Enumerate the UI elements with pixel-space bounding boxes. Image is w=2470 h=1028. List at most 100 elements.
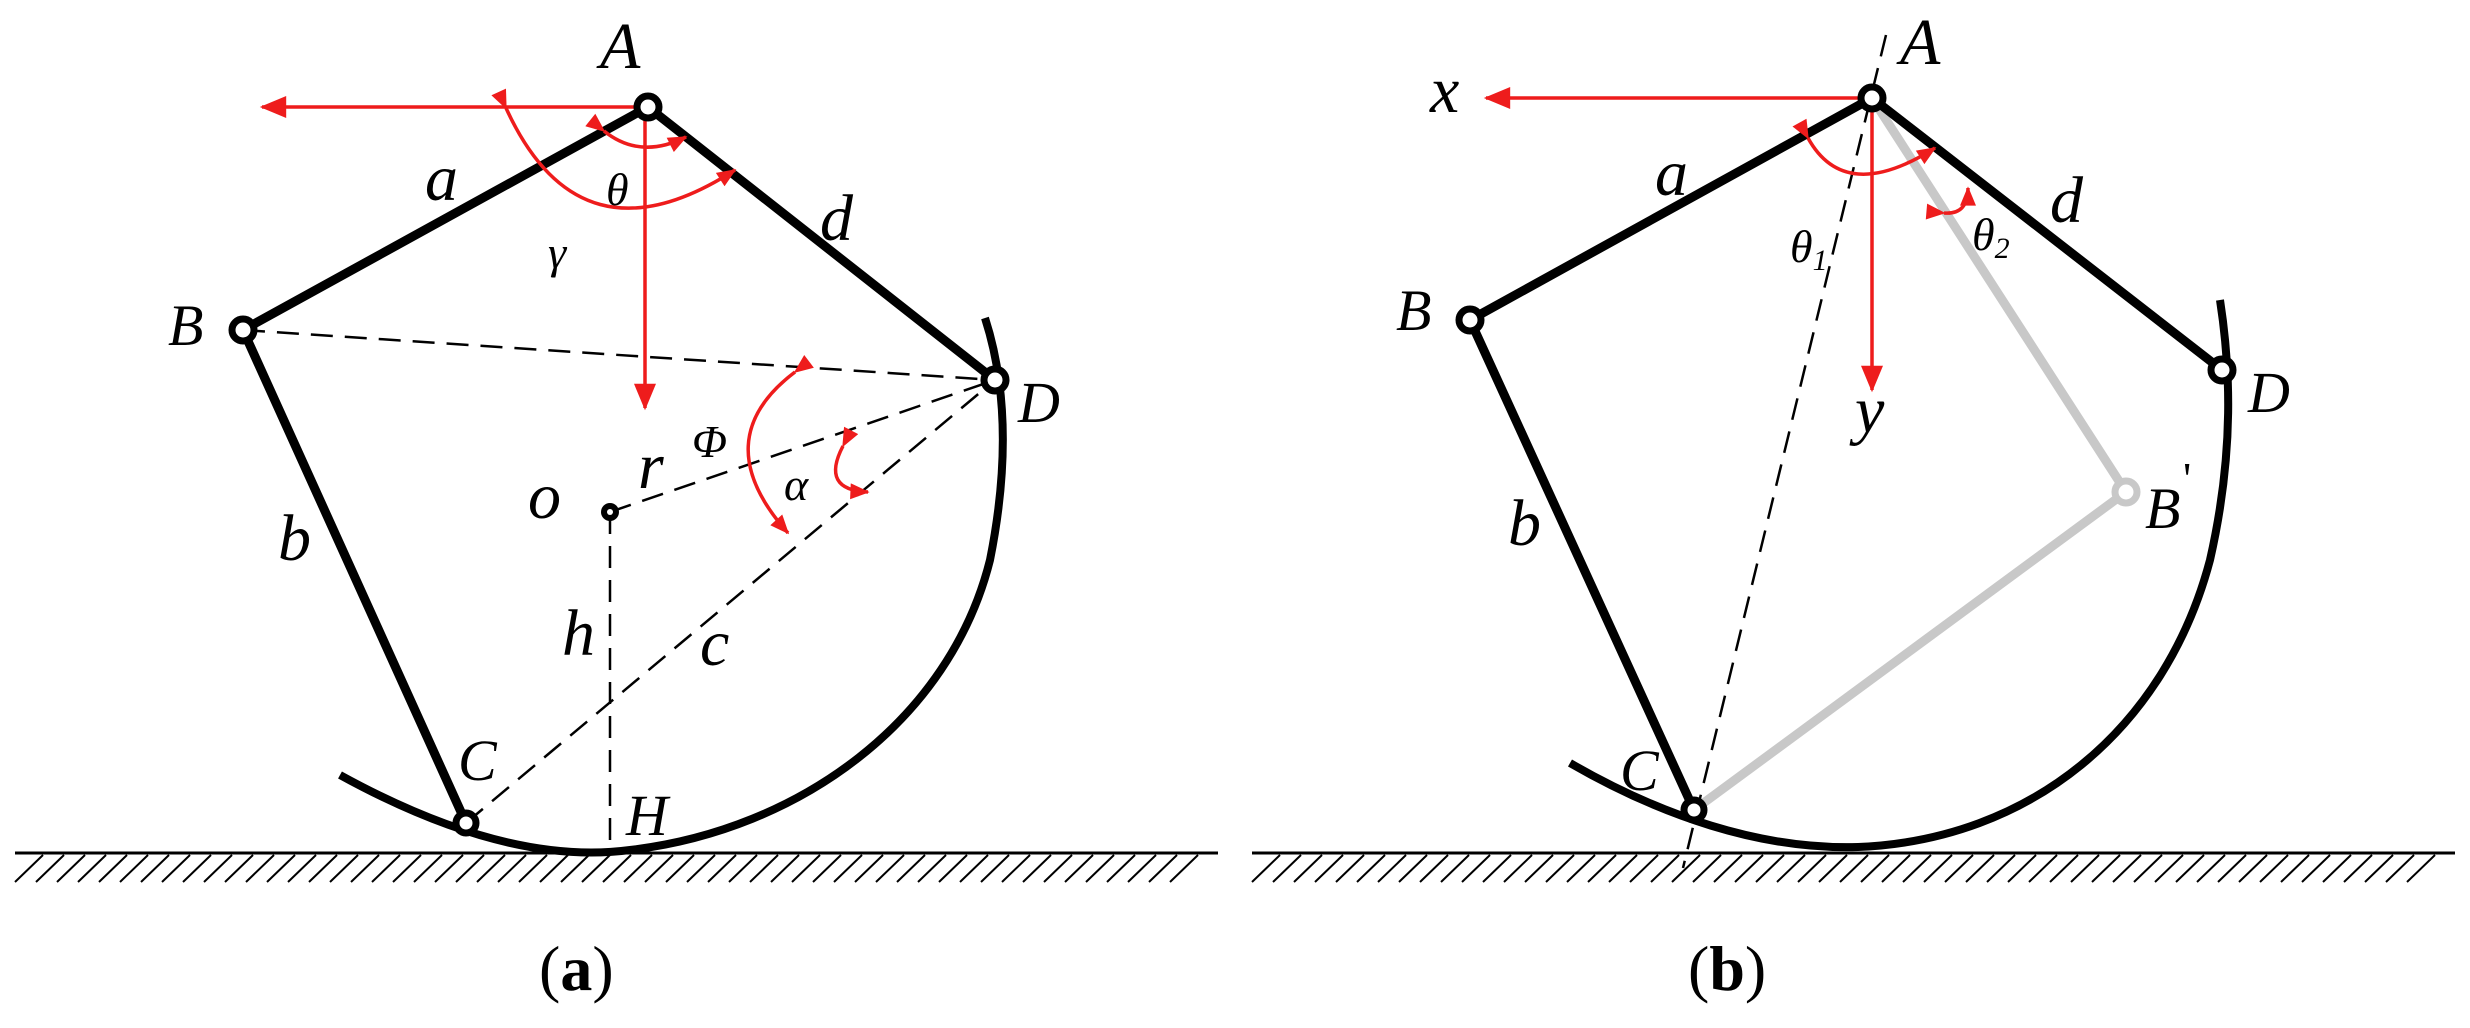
dashed-line-bd — [242, 328, 996, 382]
ground-hatch-stroke — [1944, 854, 1974, 883]
rocker-arc-b — [1567, 299, 2233, 852]
ground-hatch-stroke — [245, 854, 275, 883]
ground-hatch-stroke — [1860, 854, 1890, 883]
ground-hatch-stroke — [1902, 854, 1932, 883]
ground-hatch-stroke — [1545, 854, 1575, 883]
ground-hatch-stroke — [1587, 854, 1617, 883]
joint-c-panel-a — [452, 809, 480, 837]
joint-d-panel-a — [980, 365, 1010, 395]
ground-hatch-stroke — [2322, 854, 2352, 883]
ground-hatch-stroke — [2028, 854, 2058, 883]
ground-hatch-stroke — [224, 854, 254, 883]
joint-a-panel-b — [1857, 83, 1887, 113]
ground-hatch-stroke — [35, 854, 65, 883]
panel-b: A B C D B ' x y a b d θ1 θ2 (b) — [1251, 6, 2455, 1004]
ground-hatch-stroke — [1524, 854, 1554, 883]
ground-hatch-stroke — [14, 854, 44, 883]
ground-hatch-stroke — [329, 854, 359, 883]
ground-hatch-stroke — [623, 854, 653, 883]
ground-hatch-stroke — [1148, 854, 1178, 883]
ground-hatch-stroke — [1398, 854, 1428, 883]
ground-hatch-stroke — [2049, 854, 2079, 883]
ground-hatch-stroke — [182, 854, 212, 883]
ground-hatch-stroke — [2175, 854, 2205, 883]
ground-hatch-stroke — [1692, 854, 1722, 883]
center-point-o-dot — [607, 509, 613, 515]
label-link-a-b: a — [1655, 137, 1688, 210]
ground-hatch-stroke — [1650, 854, 1680, 883]
ground-hatch-stroke — [434, 854, 464, 883]
ground-hatch-stroke — [1106, 854, 1136, 883]
ground-hatch-stroke — [665, 854, 695, 883]
ground-hatch-stroke — [1272, 854, 1302, 883]
rocker-arc-a — [338, 316, 1007, 857]
ground-hatch-stroke — [77, 854, 107, 883]
ground-hatch-stroke — [1734, 854, 1764, 883]
ground-hatch-stroke — [1482, 854, 1512, 883]
joint-d-panel-b — [2207, 355, 2237, 385]
joint-bprime-panel-b — [2111, 477, 2141, 507]
ground-hatch-stroke — [98, 854, 128, 883]
label-b-point: B — [168, 293, 203, 358]
ground-hatch-stroke — [1356, 854, 1386, 883]
ground-hatch-stroke — [1169, 854, 1199, 883]
ground-hatch-stroke — [1377, 854, 1407, 883]
ground-hatch-stroke — [560, 854, 590, 883]
ground-hatch-stroke — [2196, 854, 2226, 883]
ground-hatch-stroke — [791, 854, 821, 883]
label-gamma: γ — [548, 227, 568, 278]
link-a — [238, 102, 653, 335]
ground-hatch-stroke — [497, 854, 527, 883]
ground-hatch-stroke — [1064, 854, 1094, 883]
ground-hatch-stroke — [476, 854, 506, 883]
ground-hatch-stroke — [2406, 854, 2436, 883]
caption-panel-b: (b) — [1688, 933, 1766, 1004]
ground-hatch-stroke — [1629, 854, 1659, 883]
ground-hatch-stroke — [161, 854, 191, 883]
link-b — [238, 325, 471, 828]
joint-b-panel-a — [228, 315, 258, 345]
ground-hatch-stroke — [980, 854, 1010, 883]
label-c-point-b: C — [1620, 738, 1660, 803]
ground-hatch-stroke — [2070, 854, 2100, 883]
joint-b-panel-b — [1455, 305, 1485, 335]
joint-a-panel-a — [633, 92, 663, 122]
ghost-link-a-bprime — [1867, 93, 2131, 497]
ground-hatch-stroke — [2112, 854, 2142, 883]
label-link-c: c — [700, 607, 729, 680]
ground-hatch-stroke — [602, 854, 632, 883]
theta1-angle-arc — [1792, 118, 1937, 176]
ground-hatch-stroke — [749, 854, 779, 883]
label-axis-x: x — [1429, 54, 1459, 127]
ground-hatch-stroke — [1566, 854, 1596, 883]
label-prime-mark: ' — [2183, 453, 2191, 504]
ground-hatch-stroke — [1251, 854, 1281, 883]
gamma-angle-arc — [491, 88, 737, 210]
ground-hatch-stroke — [728, 854, 758, 883]
ground-hatch-stroke — [287, 854, 317, 883]
ground-hatch-stroke — [686, 854, 716, 883]
label-link-d: d — [820, 182, 854, 255]
ground-hatch-stroke — [1335, 854, 1365, 883]
ground-hatch-stroke — [371, 854, 401, 883]
ground-hatch-stroke — [875, 854, 905, 883]
ground-hatch-stroke — [1293, 854, 1323, 883]
link-d-panel-b — [1867, 93, 2227, 375]
label-link-b-b: b — [1508, 487, 1541, 560]
label-a-point: A — [596, 10, 641, 83]
ground-hatch-stroke — [203, 854, 233, 883]
label-bprime-point: B — [2145, 476, 2180, 541]
ground-hatch-stroke — [1043, 854, 1073, 883]
label-theta2: θ2 — [1972, 209, 2010, 265]
ground-hatch-stroke — [140, 854, 170, 883]
caption-panel-a: (a) — [539, 933, 614, 1004]
ground-hatch-stroke — [959, 854, 989, 883]
label-d-point-b: D — [2247, 360, 2290, 425]
ground-hatch-stroke — [56, 854, 86, 883]
joint-c-panel-b — [1680, 796, 1708, 824]
ground-hatching-a — [14, 854, 1199, 883]
ground-hatch-stroke — [812, 854, 842, 883]
label-a-point-b: A — [1896, 6, 1941, 79]
ground-hatch-stroke — [1440, 854, 1470, 883]
